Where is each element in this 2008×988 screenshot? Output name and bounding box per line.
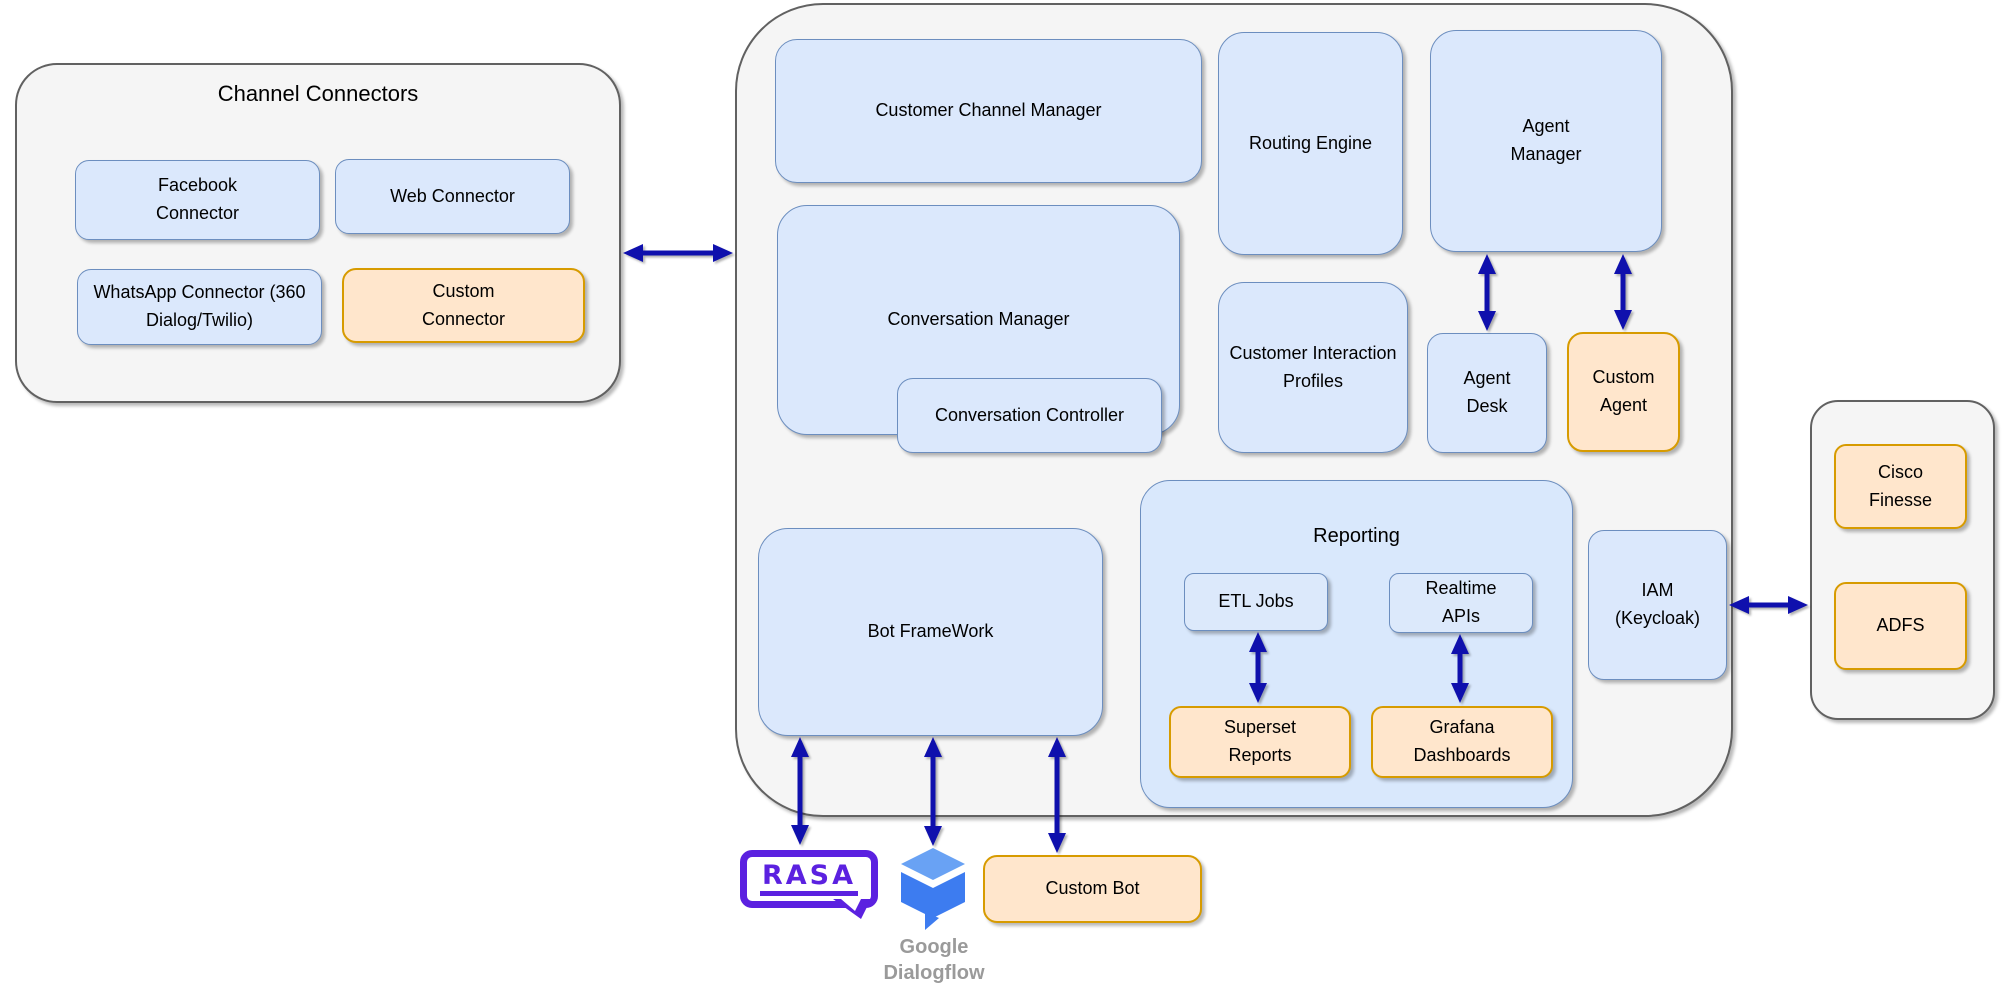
agent-manager-box: Agent Manager xyxy=(1430,30,1662,252)
superset-reports-label: Superset Reports xyxy=(1223,717,1297,765)
facebook-connector-box: Facebook Connector xyxy=(75,160,320,240)
adfs-label: ADFS xyxy=(1876,615,1925,636)
whatsapp-connector-box: WhatsApp Connector (360 Dialog/Twilio) xyxy=(77,269,322,345)
external-auth-container: Cisco Finesse ADFS xyxy=(1810,400,1995,720)
double-arrow xyxy=(623,244,733,262)
adfs-box: ADFS xyxy=(1834,582,1967,670)
rasa-logo: RASA xyxy=(740,850,878,919)
realtime-apis-label: Realtime APIs xyxy=(1425,578,1497,626)
cisco-finesse-box: Cisco Finesse xyxy=(1834,444,1967,529)
rasa-logo-tail-icon xyxy=(833,899,871,919)
whatsapp-connector-label: WhatsApp Connector (360 Dialog/Twilio) xyxy=(93,282,306,330)
agent-desk-box: Agent Desk xyxy=(1427,333,1547,453)
conversation-manager-label: Conversation Manager xyxy=(887,309,1070,330)
reporting-group: Reporting ETL Jobs Realtime APIs Superse… xyxy=(1140,480,1573,808)
conversation-controller-box: Conversation Controller xyxy=(897,378,1162,453)
agent-manager-label: Agent Manager xyxy=(1510,116,1582,164)
realtime-apis-box: Realtime APIs xyxy=(1389,573,1533,633)
custom-agent-label: Custom Agent xyxy=(1592,367,1655,415)
etl-jobs-label: ETL Jobs xyxy=(1218,591,1294,612)
customer-interaction-profiles-box: Customer Interaction Profiles xyxy=(1218,282,1408,453)
custom-bot-box: Custom Bot xyxy=(983,855,1202,923)
google-dialogflow-icon xyxy=(901,848,965,930)
grafana-dashboards-label: Grafana Dashboards xyxy=(1413,717,1511,765)
agent-desk-label: Agent Desk xyxy=(1463,368,1511,416)
superset-reports-box: Superset Reports xyxy=(1169,706,1351,778)
customer-interaction-profiles-label: Customer Interaction Profiles xyxy=(1229,342,1397,391)
facebook-connector-label: Facebook Connector xyxy=(155,175,240,223)
customer-channel-manager-label: Customer Channel Manager xyxy=(875,100,1102,121)
iam-keycloak-label: IAM (Keycloak) xyxy=(1614,580,1701,628)
routing-engine-label: Routing Engine xyxy=(1248,132,1373,153)
channel-connectors-container: Channel Connectors Facebook Connector We… xyxy=(15,63,621,403)
channel-connectors-title: Channel Connectors xyxy=(217,81,419,106)
iam-keycloak-box: IAM (Keycloak) xyxy=(1588,530,1727,680)
bot-framework-box: Bot FrameWork xyxy=(758,528,1103,736)
google-dialogflow-label: Google Dialogflow xyxy=(883,936,985,984)
cisco-finesse-label: Cisco Finesse xyxy=(1868,461,1933,510)
reporting-title: Reporting xyxy=(1313,525,1400,547)
rasa-logo-text: RASA xyxy=(759,862,859,896)
custom-connector-box: Custom Connector xyxy=(342,268,585,343)
grafana-dashboards-box: Grafana Dashboards xyxy=(1371,706,1553,778)
conversation-controller-label: Conversation Controller xyxy=(934,404,1125,425)
double-arrow xyxy=(1729,596,1808,614)
web-connector-box: Web Connector xyxy=(335,159,570,234)
custom-connector-label: Custom Connector xyxy=(421,280,506,329)
customer-channel-manager-box: Customer Channel Manager xyxy=(775,39,1202,183)
web-connector-label: Web Connector xyxy=(390,185,515,206)
routing-engine-box: Routing Engine xyxy=(1218,32,1403,255)
etl-jobs-box: ETL Jobs xyxy=(1184,573,1328,631)
custom-agent-box: Custom Agent xyxy=(1567,332,1680,452)
custom-bot-label: Custom Bot xyxy=(1045,878,1140,899)
bot-framework-label: Bot FrameWork xyxy=(867,621,994,642)
